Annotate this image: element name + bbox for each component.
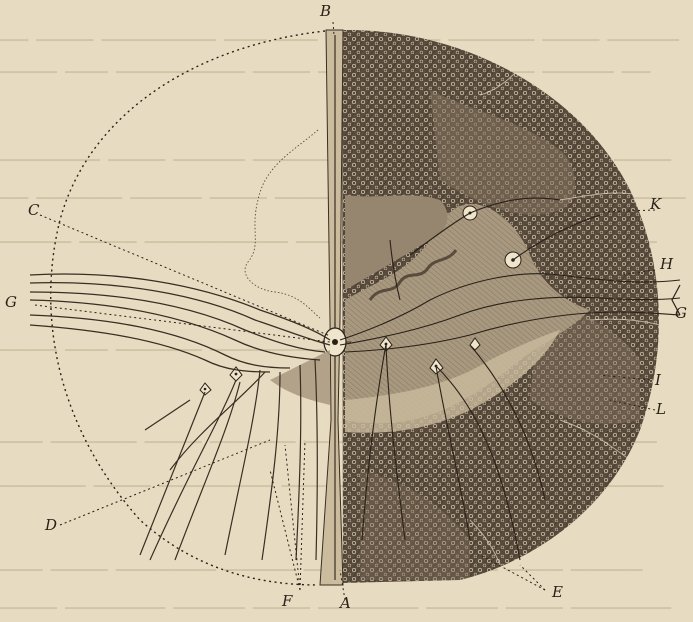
label-D: D: [45, 518, 57, 533]
label-B: B: [320, 4, 331, 19]
label-F: F: [282, 594, 292, 609]
left-grey-matter-sketch: [245, 130, 320, 318]
label-I: I: [655, 373, 661, 388]
label-K: K: [650, 197, 661, 212]
label-H: H: [660, 257, 673, 272]
label-G-left: G: [5, 295, 17, 310]
median-septum: [320, 30, 343, 585]
label-G-right: G: [675, 306, 687, 321]
left-half-outline: [51, 31, 325, 585]
label-C: C: [28, 203, 39, 218]
label-E: E: [552, 585, 563, 600]
label-A: A: [340, 596, 351, 611]
label-L: L: [656, 402, 666, 417]
